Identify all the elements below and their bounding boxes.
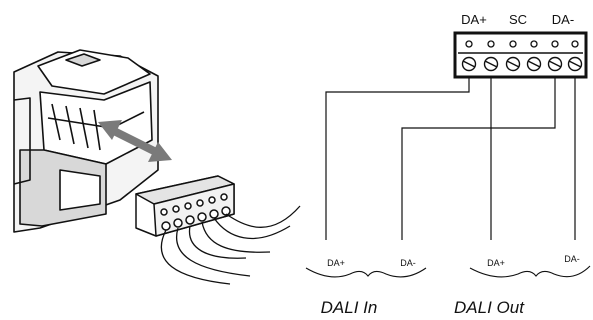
wire-label-in-da-plus: DA+ [327, 258, 345, 268]
caption-dali-out: DALI Out [454, 298, 525, 317]
header-label-da-plus: DA+ [461, 12, 487, 27]
header-label-sc: SC [509, 12, 527, 27]
screw-terminal-plug [135, 175, 301, 285]
wire-labels: DA+ DA- DA+ DA- [327, 254, 580, 268]
wiring-lines [325, 77, 576, 240]
terminal-holes [465, 40, 579, 48]
wire-label-out-da-minus: DA- [564, 254, 580, 264]
screw-icons [461, 56, 583, 72]
dali-module-illustration [13, 49, 159, 233]
header-label-da-minus: DA- [552, 12, 574, 27]
group-braces [305, 265, 591, 278]
wire-in-da-plus [325, 77, 470, 240]
double-arrow-icon [98, 120, 172, 162]
terminal-block-frame [453, 31, 588, 79]
wire-in-da-minus [401, 77, 556, 240]
terminal-header: DA+ SC DA- [461, 12, 574, 27]
caption-dali-in: DALI In [321, 298, 378, 317]
brace-dali-in [305, 267, 427, 278]
wire-label-out-da-plus: DA+ [487, 258, 505, 268]
wire-label-in-da-minus: DA- [400, 258, 416, 268]
brace-dali-out [469, 265, 591, 278]
terminal-block [453, 31, 588, 79]
